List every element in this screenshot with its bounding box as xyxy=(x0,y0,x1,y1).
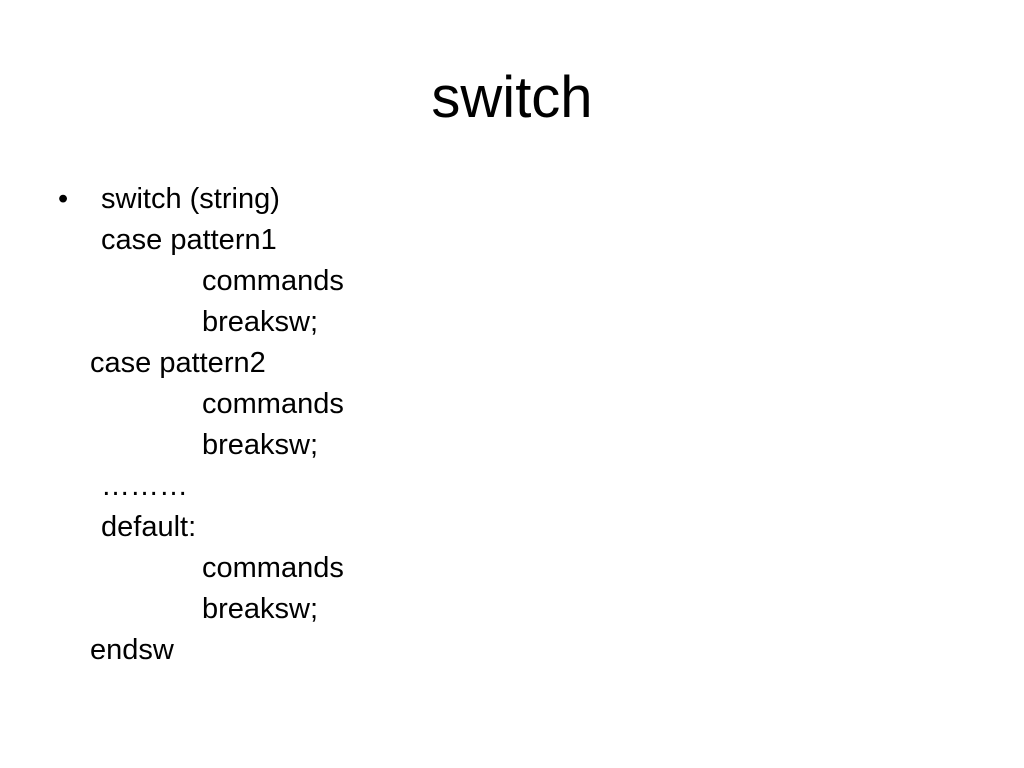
code-line-default: default: xyxy=(101,511,197,543)
slide-title: switch xyxy=(431,65,593,130)
code-line-breaksw-2: breaksw; xyxy=(202,429,319,461)
code-line-endsw: endsw xyxy=(90,634,174,666)
code-line-ellipsis: ……… xyxy=(101,470,188,502)
code-line-commands-2: commands xyxy=(202,388,344,420)
code-line-case-2: case pattern2 xyxy=(90,347,266,379)
code-line-breaksw-3: breaksw; xyxy=(202,593,319,625)
code-line-commands-3: commands xyxy=(202,552,344,584)
code-line-commands-1: commands xyxy=(202,265,344,297)
bullet-marker: • xyxy=(58,183,69,215)
code-line-switch: switch (string) xyxy=(101,183,280,215)
code-line-breaksw-1: breaksw; xyxy=(202,306,319,338)
code-line-case-1: case pattern1 xyxy=(101,224,277,256)
